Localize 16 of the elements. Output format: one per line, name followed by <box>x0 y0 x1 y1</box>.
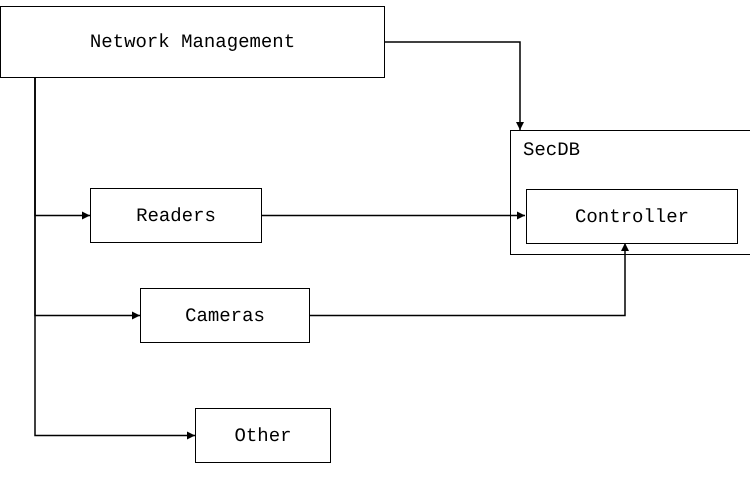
node-label: Other <box>234 424 292 446</box>
node-label: SecDB <box>523 139 580 161</box>
process-box <box>90 188 262 243</box>
process-box <box>526 189 738 244</box>
arrow <box>385 41 524 130</box>
node-label: Readers <box>136 204 216 226</box>
process-box <box>195 408 331 463</box>
node-label: Controller <box>574 206 690 228</box>
group-box <box>510 130 750 255</box>
arrow <box>34 78 195 440</box>
arrow <box>310 243 629 316</box>
process-box <box>0 6 385 78</box>
arrow <box>262 212 525 220</box>
node-label: Cameras <box>185 304 265 326</box>
node-label: Network Management <box>90 31 296 53</box>
process-box <box>140 288 310 343</box>
